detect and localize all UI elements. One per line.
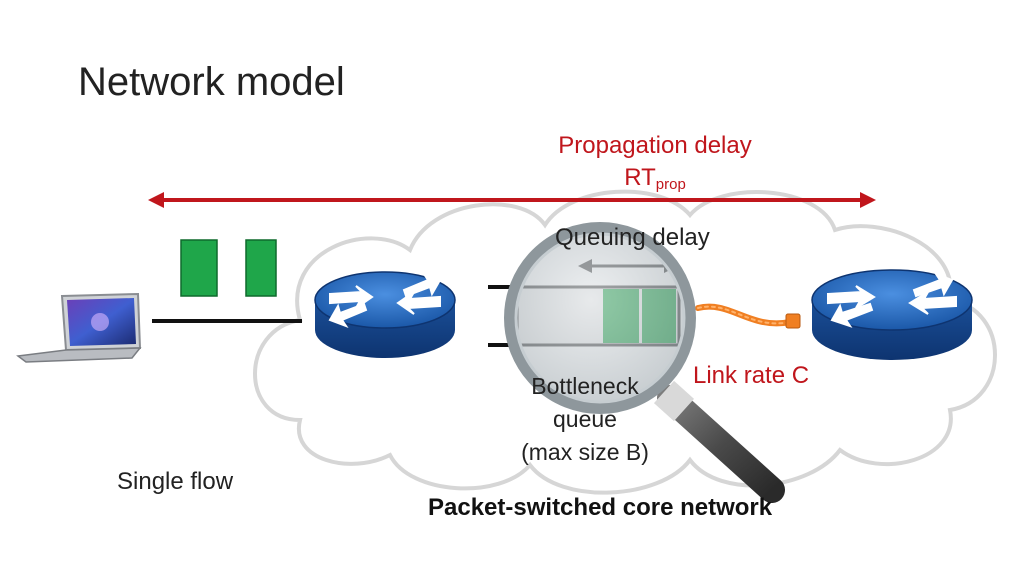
bottleneck-line-1: Bottleneck — [531, 373, 639, 399]
router-icon — [314, 271, 456, 358]
router-icon — [811, 269, 973, 360]
core-network-label: Packet-switched core network — [428, 494, 773, 521]
queuing-delay-label: Queuing delay — [555, 224, 710, 251]
single-flow-label: Single flow — [117, 468, 234, 495]
packet — [245, 239, 277, 297]
cable-icon — [695, 303, 801, 329]
slide-title: Network model — [78, 60, 345, 104]
link-rate-label: Link rate C — [693, 362, 810, 389]
bottleneck-line-3: (max size B) — [521, 439, 649, 465]
propagation-delay-label: Propagation delay RTprop — [530, 130, 780, 201]
propagation-arrow — [148, 192, 876, 208]
rt-sub: prop — [655, 176, 686, 193]
bottleneck-queue-label: Bottleneck queue (max size B) — [495, 370, 675, 469]
packet — [180, 239, 218, 297]
rt-prop-text: RTprop — [530, 162, 780, 201]
bottleneck-line-2: queue — [553, 406, 617, 432]
magnifier-icon — [504, 222, 785, 503]
laptop-icon — [16, 292, 142, 363]
propagation-delay-text: Propagation delay — [558, 132, 752, 159]
rt-main: RT — [624, 164, 656, 191]
